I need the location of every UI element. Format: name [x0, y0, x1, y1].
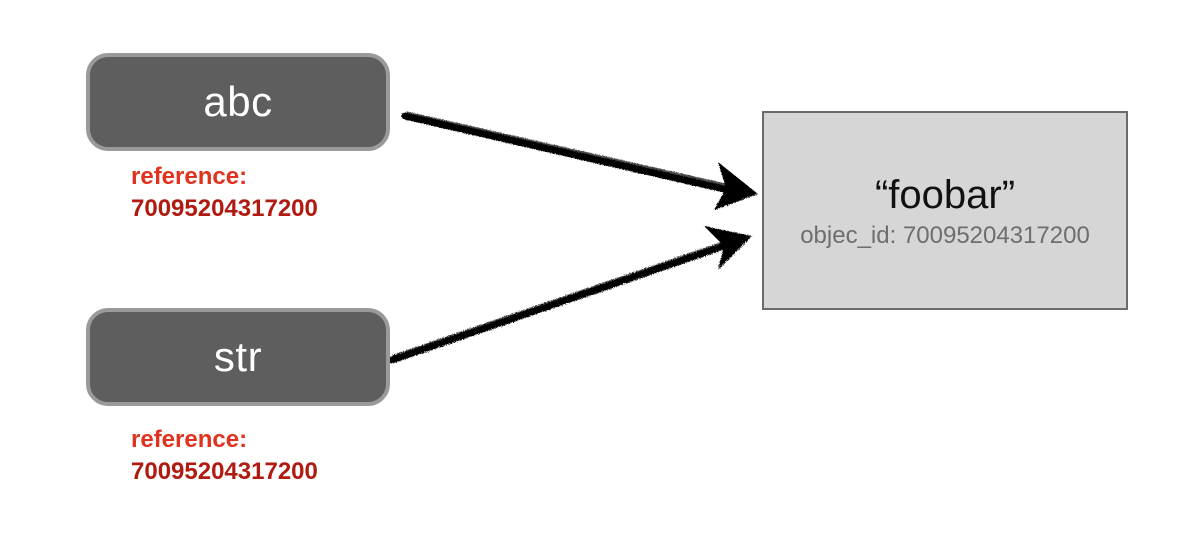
reference-abc: reference: 70095204317200 — [131, 161, 318, 225]
variable-box-abc: abc — [86, 53, 390, 151]
reference-label-str: reference: — [131, 426, 248, 453]
arrow-abc-shaft — [401, 112, 732, 194]
variable-name-str: str — [213, 333, 263, 380]
reference-value-abc: 70095204317200 — [131, 195, 318, 222]
variable-name-abc: abc — [203, 78, 273, 125]
object-value: “foobar” — [874, 173, 1016, 217]
string-object-box: “foobar” objec_id: 70095204317200 — [762, 111, 1128, 310]
arrow-str-shaft — [388, 242, 728, 364]
arrow-abc-head — [714, 162, 758, 210]
reference-label-abc: reference: — [131, 163, 248, 190]
reference-value-str: 70095204317200 — [131, 458, 318, 485]
reference-str: reference: 70095204317200 — [131, 424, 318, 488]
arrow-str-head — [704, 226, 752, 270]
object-id: objec_id: 70095204317200 — [800, 222, 1090, 249]
arrow-str-to-object — [388, 226, 752, 364]
variable-box-str: str — [86, 308, 390, 406]
arrow-abc-to-object — [401, 111, 758, 210]
arrow-str-shaft-texture — [392, 240, 728, 358]
arrow-abc-shaft-texture — [405, 111, 732, 188]
